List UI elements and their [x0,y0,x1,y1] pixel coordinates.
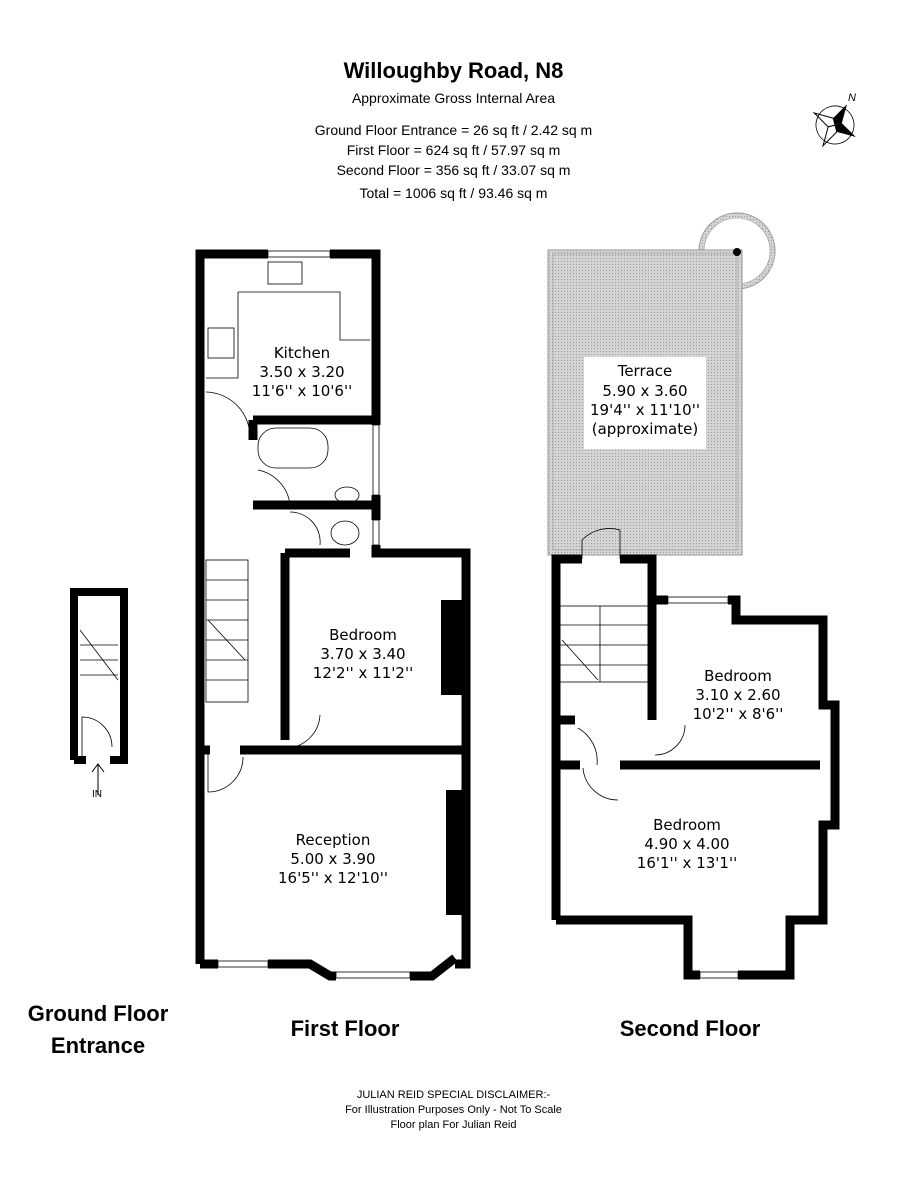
basin-icon [334,486,360,504]
svg-text:3.50 x 3.20: 3.50 x 3.20 [259,363,344,381]
chimney-breast [446,790,464,915]
room-bedroom-second-large: Bedroom 4.90 x 4.00 16'1'' x 13'1'' [637,816,737,872]
area-ground: Ground Floor Entrance = 26 sq ft / 2.42 … [314,122,593,138]
svg-text:16'5'' x 12'10'': 16'5'' x 12'10'' [278,869,388,887]
svg-text:3.70 x 3.40: 3.70 x 3.40 [320,645,405,663]
svg-text:5.00 x 3.90: 5.00 x 3.90 [290,850,375,868]
svg-text:4.90 x 4.00: 4.90 x 4.00 [644,835,729,853]
plan-subtitle: Approximate Gross Internal Area [351,90,556,106]
disclaimer-line2: For Illustration Purposes Only - Not To … [345,1104,562,1116]
door-swing [257,469,291,506]
svg-text:3.10 x 2.60: 3.10 x 2.60 [695,686,780,704]
window [372,424,380,496]
second-floor-walls [551,554,840,980]
room-reception: Reception 5.00 x 3.90 16'5'' x 12'10'' [278,831,388,887]
compass-icon [812,104,856,148]
svg-text:11'6'' x 10'6'': 11'6'' x 10'6'' [252,382,352,400]
svg-text:5.90 x 3.60: 5.90 x 3.60 [602,382,687,400]
label-ground-floor: Ground Floor Entrance [18,998,178,1062]
window [267,250,331,258]
door-swing [577,727,598,766]
area-first: First Floor = 624 sq ft / 57.97 sq m [346,142,561,158]
window [699,971,739,979]
svg-text:Kitchen: Kitchen [274,344,330,362]
bath-icon [257,427,329,469]
plan-title: Willoughby Road, N8 [343,58,564,83]
svg-text:Bedroom: Bedroom [653,816,721,834]
sink-icon [267,261,303,285]
door-swing [287,714,321,749]
door-swing [581,528,621,559]
chimney-breast [441,600,463,695]
room-terrace: Terrace 5.90 x 3.60 19'4'' x 11'10'' (ap… [590,362,700,438]
label-first-floor: First Floor [290,1016,400,1041]
label-ground-line2: Entrance [50,1033,146,1058]
svg-text:Bedroom: Bedroom [329,626,397,644]
room-bedroom-second-small: Bedroom 3.10 x 2.60 10'2'' x 8'6'' [693,667,784,723]
svg-text:10'2'' x 8'6'': 10'2'' x 8'6'' [693,705,784,723]
room-bedroom-first: Bedroom 3.70 x 3.40 12'2'' x 11'2'' [313,626,413,682]
svg-text:12'2'' x 11'2'': 12'2'' x 11'2'' [313,664,413,682]
room-kitchen: Kitchen 3.50 x 3.20 11'6'' x 10'6'' [252,344,352,400]
window [667,596,729,604]
door-swing [289,511,321,546]
window [372,519,380,546]
svg-text:Reception: Reception [296,831,371,849]
label-ground-line1: Ground Floor [27,1001,169,1026]
area-second: Second Floor = 356 sq ft / 33.07 sq m [336,162,571,178]
stairs-icon [205,559,249,703]
window [335,971,411,979]
toilet-icon [330,520,360,546]
entrance-in-label: IN [92,789,102,800]
window [217,960,269,968]
compass-north: N [848,92,856,104]
ground-floor-entrance [70,588,128,795]
first-floor-walls [195,249,471,981]
svg-text:(approximate): (approximate) [592,420,698,438]
door-swing [582,767,619,801]
label-second-floor: Second Floor [619,1016,761,1041]
kitchen-counter [238,291,370,341]
area-total: Total = 1006 sq ft / 93.46 sq m [359,185,548,201]
window [389,549,436,557]
hob-icon [207,327,235,359]
svg-text:16'1'' x 13'1'': 16'1'' x 13'1'' [637,854,737,872]
disclaimer-line1: JULIAN REID SPECIAL DISCLAIMER:- [356,1089,551,1101]
door-swing [205,391,251,438]
stairs-icon [559,605,649,683]
terrace [547,212,776,556]
door-swing [654,724,686,756]
disclaimer-line3: Floor plan For Julian Reid [390,1119,517,1131]
svg-text:Terrace: Terrace [617,362,673,380]
svg-text:19'4'' x 11'10'': 19'4'' x 11'10'' [590,401,700,419]
svg-text:Bedroom: Bedroom [704,667,772,685]
